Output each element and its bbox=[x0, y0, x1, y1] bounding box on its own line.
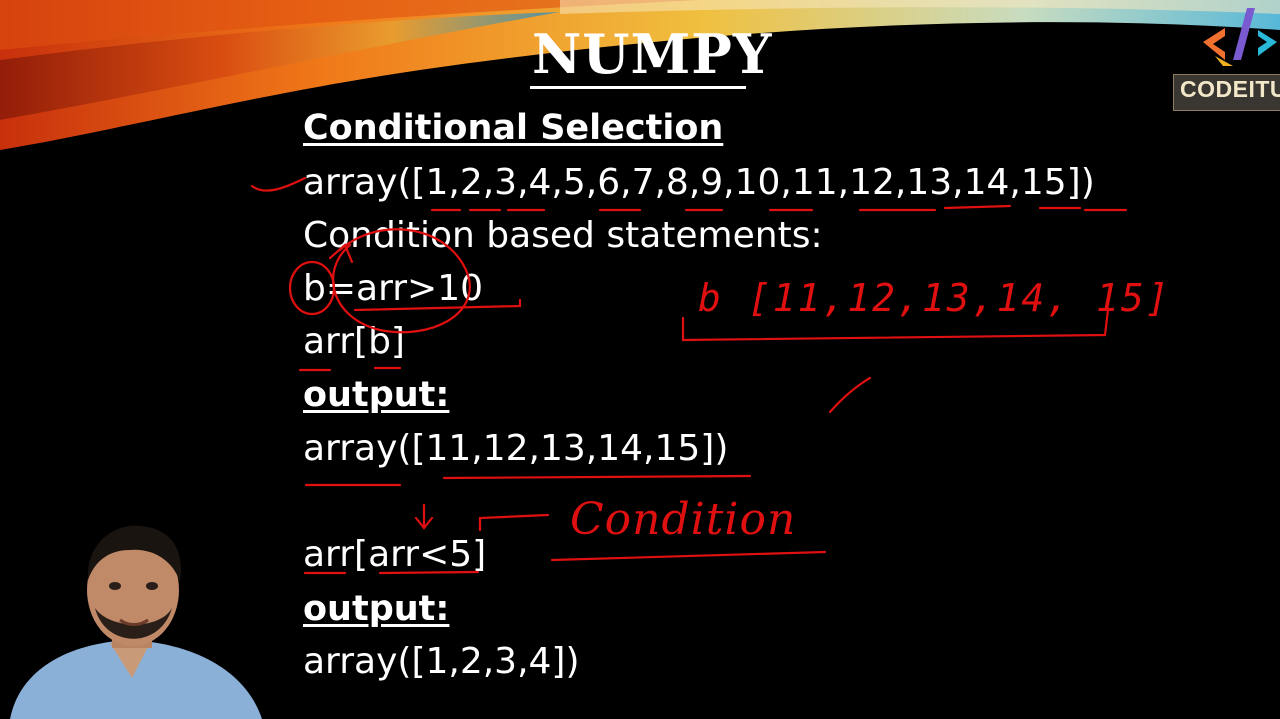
condition-statements-label: Condition based statements: bbox=[303, 215, 823, 256]
annotation-condition-word: Condition bbox=[570, 494, 797, 545]
annotation-underlines-output bbox=[304, 474, 752, 487]
arr-condition-expression: arr[arr<5] bbox=[303, 534, 487, 575]
array-definition: array([1,2,3,4,5,6,7,8,9,10,11,12,13,14,… bbox=[303, 162, 1095, 203]
output-value-2: array([1,2,3,4]) bbox=[303, 641, 580, 682]
brand-badge bbox=[1173, 74, 1280, 111]
annotation-down-arrow bbox=[414, 503, 434, 530]
slide-title: NUMPY bbox=[532, 22, 773, 86]
title-underline bbox=[530, 86, 746, 89]
banner-swoosh bbox=[0, 0, 1280, 150]
section-heading: Conditional Selection bbox=[303, 108, 724, 148]
annotation-stroke bbox=[250, 176, 307, 192]
presenter-video bbox=[0, 518, 270, 719]
annotation-b-list: b [11,12,13,14, 15] bbox=[698, 276, 1171, 320]
annotation-pointer bbox=[478, 513, 550, 532]
brand-name: CODEITUP bbox=[1180, 76, 1280, 102]
arr-b-expression: arr[b] bbox=[303, 321, 405, 362]
annotation-underline-condition-word bbox=[550, 550, 827, 562]
codeitup-logo-icon bbox=[1203, 8, 1277, 66]
b-assignment: b=arr>10 bbox=[303, 268, 484, 309]
output-label-2: output: bbox=[303, 589, 450, 629]
output-label-1: output: bbox=[303, 375, 450, 415]
output-value-1: array([11,12,13,14,15]) bbox=[303, 428, 729, 469]
annotation-slash bbox=[828, 376, 872, 414]
annotation-underlines bbox=[430, 204, 1128, 212]
